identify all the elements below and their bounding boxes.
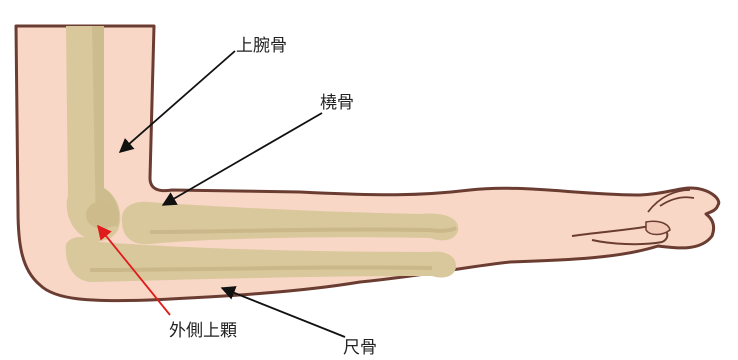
lateral-epicondyle-shape: [86, 201, 118, 229]
lateral-epicondyle-label: 外側上顆: [169, 321, 237, 341]
humerus-label: 上腕骨: [236, 36, 287, 56]
radius-label: 橈骨: [320, 93, 354, 113]
ulna-leader-line: [222, 288, 345, 337]
ulna-label: 尺骨: [343, 338, 377, 358]
